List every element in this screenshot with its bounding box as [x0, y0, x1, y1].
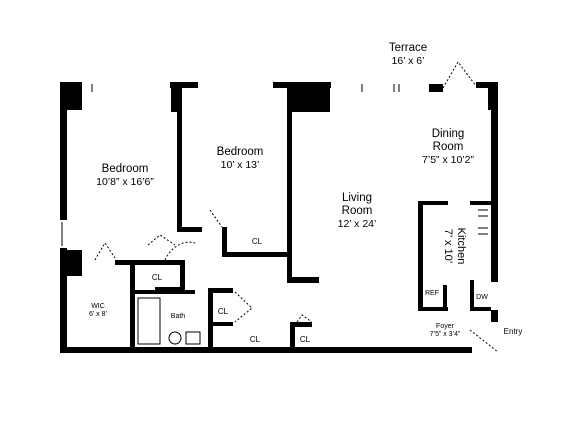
dining-room-label: Dining Room 7’5” x 10’2” [405, 128, 491, 167]
ref-label: REF [425, 290, 439, 297]
living-dims: 12’ x 24’ [337, 218, 377, 231]
terrace-label: Terrace 16’ x 6’ [372, 42, 444, 67]
wic-label: WIC 6’ x 8’ [78, 303, 118, 319]
fixtures [61, 61, 499, 353]
bedroom2-name: Bedroom [216, 146, 264, 158]
foyer-name: Foyer [436, 323, 454, 330]
walls [60, 82, 498, 353]
wic-dims: 6’ x 8’ [88, 311, 108, 319]
kitchen-dims: 7’ x 10’ [442, 228, 455, 264]
kitchen-label: Kitchen 7’ x 10’ [439, 213, 467, 279]
living-name-2: Room [341, 205, 373, 218]
foyer-label: Foyer 7’5” x 3’4” [418, 323, 472, 339]
bath-label: Bath [170, 313, 186, 320]
kitchen-name: Kitchen [455, 227, 467, 265]
bedroom1-label: Bedroom 10’8” x 16’6” [80, 163, 170, 188]
closet-label-5: CL [299, 335, 311, 344]
foyer-dims: 7’5” x 3’4” [429, 331, 461, 339]
closet-label-3: CL [217, 307, 229, 316]
living-room-label: Living Room 12’ x 24’ [322, 192, 392, 231]
living-name-1: Living [341, 192, 373, 204]
terrace-name: Terrace [388, 42, 428, 54]
wic-name: WIC [91, 303, 105, 310]
dining-name-1: Dining [431, 128, 465, 140]
terrace-dims: 16’ x 6’ [391, 55, 425, 68]
closet-label-2: CL [151, 273, 163, 282]
dining-dims: 7’5” x 10’2” [422, 154, 474, 167]
entry-label: Entry [503, 327, 523, 336]
bedroom1-name: Bedroom [101, 163, 149, 175]
closet-label-4: CL [249, 335, 261, 344]
bedroom2-label: Bedroom 10’ x 13’ [200, 146, 280, 171]
bedroom2-dims: 10’ x 13’ [220, 159, 260, 172]
bedroom1-dims: 10’8” x 16’6” [96, 176, 154, 189]
closet-label-1: CL [251, 237, 263, 246]
dw-label: DW [476, 294, 488, 301]
dining-name-2: Room [432, 141, 464, 154]
